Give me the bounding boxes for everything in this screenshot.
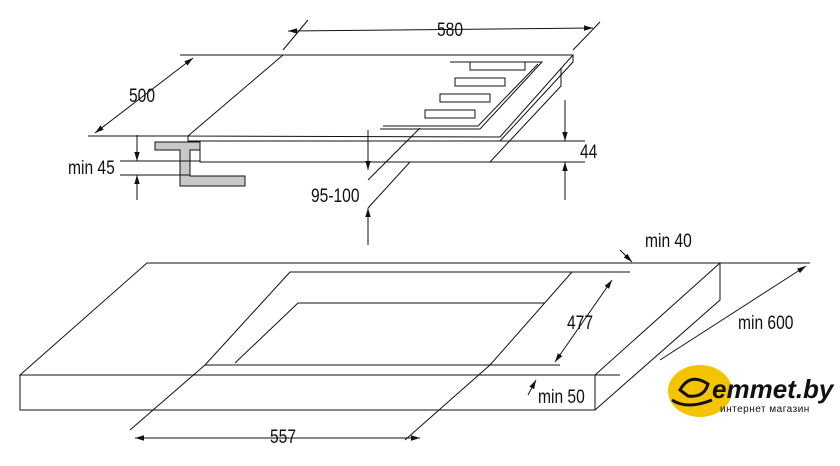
min-support-label: min 45 bbox=[68, 158, 115, 179]
hob-drawing bbox=[154, 54, 575, 187]
hob-height-label: 44 bbox=[580, 142, 598, 163]
worktop-drawing bbox=[18, 262, 722, 411]
cutout-width-label: 557 bbox=[270, 427, 296, 448]
min-front-label: min 50 bbox=[538, 387, 585, 408]
hob-width-label: 580 bbox=[437, 20, 463, 41]
cutout-depth-label: 477 bbox=[567, 313, 593, 334]
min-back-label: min 40 bbox=[645, 231, 692, 252]
worktop-depth-label: min 600 bbox=[738, 313, 794, 334]
emmet-logo bbox=[668, 365, 732, 417]
logo-name: emmet.by bbox=[712, 374, 834, 404]
hob-depth-label: 500 bbox=[129, 86, 155, 107]
logo-tagline: интернет магазин bbox=[720, 404, 810, 415]
cutout-offset-label: 95-100 bbox=[311, 186, 360, 207]
